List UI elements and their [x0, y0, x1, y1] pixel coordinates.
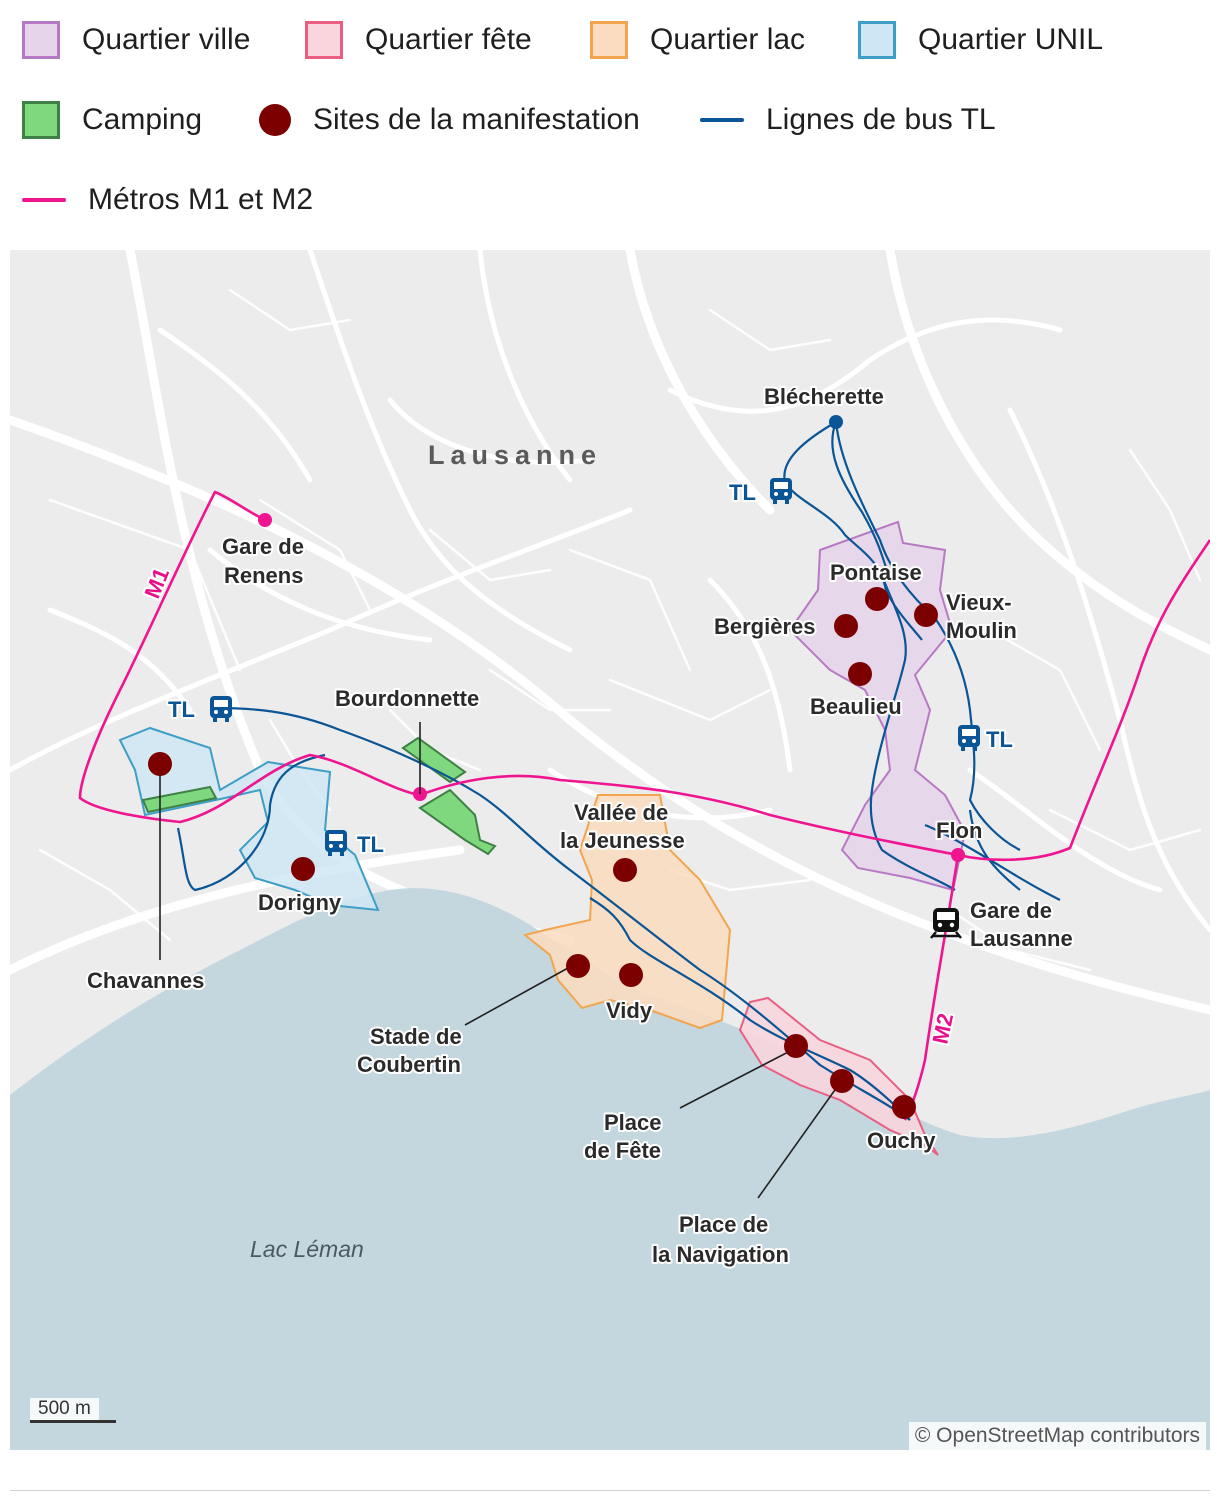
legend-item-quartier-ville: Quartier ville	[22, 18, 250, 62]
lake-label: Lac Léman	[250, 1236, 364, 1262]
label-fete-2: de Fête	[584, 1138, 661, 1163]
quartier-fete-swatch	[305, 21, 343, 59]
bus-terminus-blecherette	[829, 415, 843, 429]
label-navigation-1: Place de	[679, 1212, 768, 1237]
site-chavannes[interactable]	[148, 752, 172, 776]
bus-icon	[958, 725, 980, 751]
label-chavannes: Chavannes	[87, 968, 204, 993]
label-dorigny: Dorigny	[258, 890, 342, 915]
quartier-unil-swatch	[858, 21, 896, 59]
legend-item-metro: Métros M1 et M2	[22, 178, 313, 222]
label-coubertin-2: Coubertin	[357, 1052, 461, 1077]
site-ouchy[interactable]	[892, 1095, 916, 1119]
map[interactable]: Lausanne Lac Léman Blécherette Gare de R…	[10, 250, 1210, 1450]
site-dorigny[interactable]	[291, 857, 315, 881]
label-blecherette: Blécherette	[764, 384, 884, 409]
map-canvas: Lausanne Lac Léman Blécherette Gare de R…	[10, 250, 1210, 1450]
legend-item-quartier-unil: Quartier UNIL	[858, 18, 1103, 62]
label-tl: TL	[168, 697, 195, 722]
site-beaulieu[interactable]	[848, 662, 872, 686]
camping-swatch	[22, 101, 60, 139]
label-vieux-moulin-2: Moulin	[946, 618, 1017, 643]
bus-lines	[176, 421, 1061, 1121]
label-vieux-moulin-1: Vieux-	[946, 590, 1012, 615]
site-coubertin[interactable]	[566, 954, 590, 978]
scale-label: 500 m	[30, 1398, 99, 1420]
label-beaulieu: Beaulieu	[810, 694, 902, 719]
site-place-navigation[interactable]	[830, 1069, 854, 1093]
legend-label: Quartier lac	[650, 23, 806, 56]
site-vallee-jeunesse[interactable]	[613, 858, 637, 882]
event-sites	[148, 587, 938, 1119]
legend-item-camping: Camping	[22, 98, 202, 142]
legend-item-quartier-fete: Quartier fête	[305, 18, 532, 62]
label-bourdonnette: Bourdonnette	[335, 686, 479, 711]
legend-item-quartier-lac: Quartier lac	[590, 18, 805, 62]
scale-bar: 500 m	[30, 1398, 116, 1423]
scale-line	[30, 1420, 116, 1423]
label-tl: TL	[986, 727, 1013, 752]
lake-leman	[10, 888, 1210, 1450]
train-icon	[930, 908, 962, 939]
site-vieux-moulin[interactable]	[914, 603, 938, 627]
legend-label: Métros M1 et M2	[88, 183, 314, 216]
label-gare-renens-2: Renens	[224, 563, 303, 588]
city-label: Lausanne	[428, 440, 602, 470]
label-navigation-2: la Navigation	[652, 1242, 789, 1267]
quartier-lac-swatch	[590, 21, 628, 59]
legend-item-bus: Lignes de bus TL	[700, 98, 996, 142]
site-dot-icon	[259, 104, 291, 136]
label-coubertin-1: Stade de	[370, 1024, 462, 1049]
label-flon: Flon	[936, 818, 982, 843]
site-place-de-fete[interactable]	[784, 1034, 808, 1058]
metro-station-renens	[258, 513, 272, 527]
metro-line-swatch	[22, 198, 66, 202]
label-fete-1: Place	[604, 1110, 662, 1135]
legend-label: Camping	[82, 103, 203, 136]
bus-icon	[210, 696, 232, 722]
label-vallee-2: la Jeunesse	[560, 828, 685, 853]
metro-station-flon	[951, 848, 965, 862]
legend-label: Lignes de bus TL	[766, 103, 996, 136]
label-vallee-1: Vallée de	[574, 800, 668, 825]
label-gare-lausanne-2: Lausanne	[970, 926, 1073, 951]
legend: Quartier ville Quartier fête Quartier la…	[0, 0, 1220, 240]
camping-chavannes	[141, 785, 218, 814]
quartier-ville-swatch	[22, 21, 60, 59]
legend-label: Quartier ville	[82, 23, 251, 56]
bus-icon	[325, 830, 347, 856]
label-m2: M2	[927, 1011, 958, 1046]
legend-label: Quartier UNIL	[918, 23, 1104, 56]
leader-lines	[159, 722, 843, 1199]
label-gare-renens-1: Gare de	[222, 534, 304, 559]
label-tl: TL	[729, 480, 756, 505]
bus-line-swatch	[700, 118, 744, 122]
camping-bourdonnette-south	[418, 788, 497, 856]
site-pontaise[interactable]	[865, 587, 889, 611]
streets	[10, 250, 1210, 1015]
legend-label: Sites de la manifestation	[313, 103, 640, 136]
site-bergieres[interactable]	[834, 614, 858, 638]
label-vidy: Vidy	[606, 998, 653, 1023]
legend-item-sites: Sites de la manifestation	[256, 98, 640, 142]
bus-icon	[770, 478, 792, 504]
label-bergieres: Bergières	[714, 614, 816, 639]
bottom-divider	[10, 1490, 1210, 1491]
label-pontaise: Pontaise	[830, 560, 922, 585]
label-gare-lausanne-1: Gare de	[970, 898, 1052, 923]
label-tl: TL	[357, 832, 384, 857]
map-credit[interactable]: © OpenStreetMap contributors	[908, 1422, 1206, 1450]
site-vidy[interactable]	[619, 963, 643, 987]
legend-label: Quartier fête	[365, 23, 532, 56]
label-ouchy: Ouchy	[867, 1128, 936, 1153]
